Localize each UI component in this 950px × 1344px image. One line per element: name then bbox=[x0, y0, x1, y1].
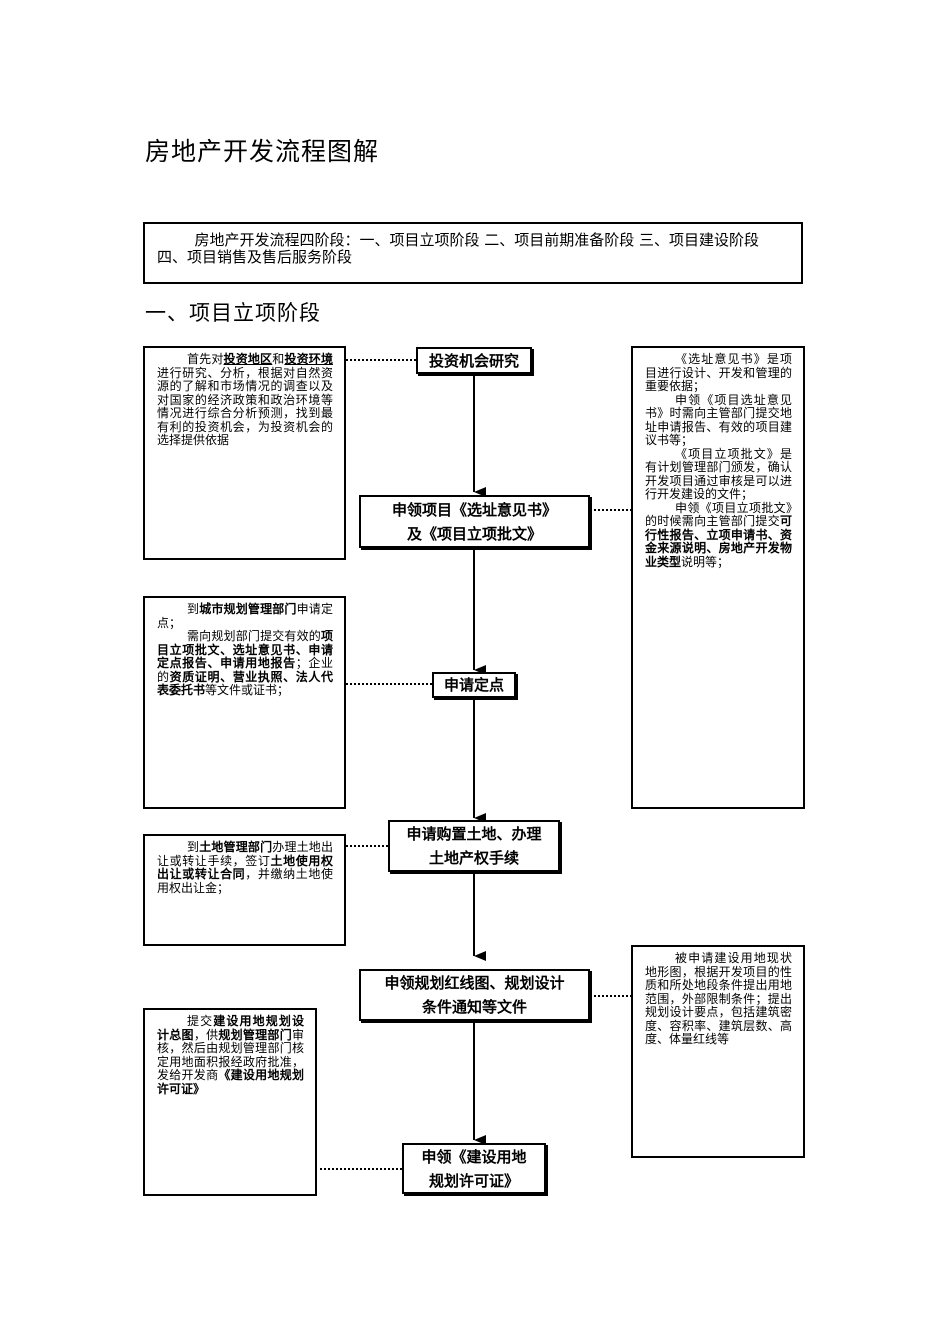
note-apply-location: 到城市规划管理部门申请定点； 需向规划部门提交有效的项目立项批文、选址意见书、申… bbox=[143, 596, 346, 809]
note-text: 提交 bbox=[187, 1014, 214, 1028]
note-dotted-links bbox=[320, 359, 632, 1170]
note-paragraph: 《选址意见书》是项目进行设计、开发和管理的重要依据； bbox=[645, 352, 792, 393]
note-text: 需向规划部门提交有效的 bbox=[187, 629, 321, 643]
note-investment: 首先对投资地区和投资环境进行研究、分析，根据对自然资源的了解和市场情况的调查以及… bbox=[143, 346, 346, 560]
note-text: 申请定点； bbox=[157, 602, 333, 630]
intro-box: 房地产开发流程四阶段：一、项目立项阶段 二、项目前期准备阶段 三、项目建设阶段 … bbox=[143, 222, 803, 284]
step-label-line1: 申领项目《选址意见书》 bbox=[391, 500, 557, 519]
note-redline-map: 被申请建设用地现状地形图，根据开发项目的性质和所处地段条件提出用地范围，外部限制… bbox=[631, 945, 805, 1158]
note-text: ，供 bbox=[193, 1027, 219, 1042]
note-bold: 规划管理部门 bbox=[218, 1027, 292, 1042]
note-text: 到 bbox=[187, 840, 200, 854]
step-site-approval: 申领项目《选址意见书》 及《项目立项批文》 bbox=[359, 495, 590, 548]
note-bold: 投资环境 bbox=[284, 352, 333, 366]
step-investment-research: 投资机会研究 bbox=[416, 347, 532, 374]
note-land-use-permit: 提交建设用地规划设计总图，供规划管理部门审核，然后由规划管理部门核定用地面积报经… bbox=[143, 1008, 317, 1196]
note-text: 说明等； bbox=[681, 554, 730, 569]
note-bold: 土地管理部门 bbox=[199, 840, 273, 854]
step-label-line2: 条件通知等文件 bbox=[421, 998, 527, 1016]
note-bold: 项目立项批文、选址意见书、申请定点报告、申请用地报告 bbox=[157, 629, 333, 670]
note-text: 等文件或证书； bbox=[205, 683, 290, 697]
note-bold: 城市规划管理部门 bbox=[199, 602, 297, 616]
note-text: 申领《项目立项批文》的时候需向主管部门提交 bbox=[645, 500, 792, 528]
step-label-line2: 及《项目立项批文》 bbox=[406, 524, 542, 543]
note-bold: 可行性报告、立项申请书、资金来源说明、房地产开发物业类型 bbox=[645, 514, 792, 569]
note-land-purchase: 到土地管理部门办理土地出让或转让手续，签订土地使用权出让或转让合同，并缴纳土地使… bbox=[143, 834, 346, 946]
note-bold: 资质证明、营业执照、法人代表委托书 bbox=[157, 669, 333, 697]
step-label-line1: 申请购置土地、办理 bbox=[406, 825, 542, 843]
section-title: 一、项目立项阶段 bbox=[145, 301, 321, 325]
note-text: 被申请建设用地现状地形图，根据开发项目的性质和所处地段条件提出用地范围，外部限制… bbox=[645, 951, 792, 1046]
note-text: 到 bbox=[187, 602, 200, 616]
step-redline-map: 申领规划红线图、规划设计 条件通知等文件 bbox=[359, 969, 590, 1021]
note-bold: 建设用地规划设计总图 bbox=[157, 1014, 304, 1042]
note-paragraph: 申领《项目选址意见书》时需向主管部门提交地址申请报告、有效的项目建议书等； bbox=[645, 392, 792, 447]
note-paragraph: 申领《项目立项批文》的时候需向主管部门提交可行性报告、立项申请书、资金来源说明、… bbox=[645, 500, 792, 570]
note-text: 办理土地出让或转让手续，签订 bbox=[157, 840, 333, 868]
step-label-line1: 申领规划红线图、规划设计 bbox=[384, 974, 565, 992]
step-label: 投资机会研究 bbox=[428, 351, 519, 370]
note-text: 进行研究、分析，根据对自然资源的了解和市场情况的调查以及对国家的经济政策和政治环… bbox=[157, 365, 333, 447]
note-paragraph: 《项目立项批文》是有计划管理部门颁发，确认开发项目通过审核是可以进行开发建设的文… bbox=[645, 446, 792, 501]
step-label-line1: 申领《建设用地 bbox=[421, 1147, 527, 1166]
intro-text: 房地产开发流程四阶段：一、项目立项阶段 二、项目前期准备阶段 三、项目建设阶段 … bbox=[157, 231, 760, 266]
note-bold: 《建设用地规划许可证》 bbox=[157, 1068, 304, 1096]
note-bold: 土地使用权出让或转让合同 bbox=[157, 853, 333, 881]
note-paragraph: 需向规划部门提交有效的项目立项批文、选址意见书、申请定点报告、申请用地报告；企业… bbox=[157, 629, 333, 698]
step-land-use-permit: 申领《建设用地 规划许可证》 bbox=[402, 1143, 546, 1194]
page-title: 房地产开发流程图解 bbox=[145, 137, 380, 166]
note-paragraph: 到城市规划管理部门申请定点； bbox=[157, 602, 333, 630]
note-text: 审核，然后由规划管理部门核定用地面积报经政府批准，发给开发商 bbox=[157, 1027, 304, 1082]
step-label-line2: 规划许可证》 bbox=[428, 1171, 519, 1190]
step-label: 申请定点 bbox=[443, 676, 504, 694]
note-bold: 投资地区 bbox=[223, 352, 273, 366]
note-text: 首先对 bbox=[187, 352, 224, 366]
step-apply-location: 申请定点 bbox=[432, 672, 516, 698]
note-text: ，并缴纳土地使用权出让金； bbox=[157, 867, 333, 895]
note-text: ；企业的 bbox=[157, 656, 333, 684]
step-label-line2: 土地产权手续 bbox=[428, 849, 519, 867]
note-text: 和 bbox=[272, 352, 285, 366]
note-site-approval: 《选址意见书》是项目进行设计、开发和管理的重要依据； 申领《项目选址意见书》时需… bbox=[631, 346, 805, 809]
step-land-purchase: 申请购置土地、办理 土地产权手续 bbox=[388, 820, 560, 872]
